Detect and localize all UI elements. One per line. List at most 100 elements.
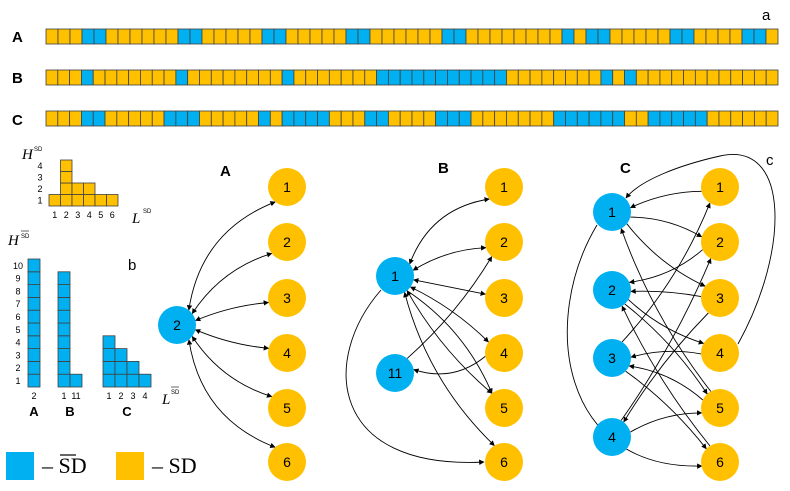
hist-sdbar-xtick: 11 <box>71 391 80 401</box>
node-label: 2 <box>173 317 181 333</box>
hist-sdbar-xtick: 2 <box>118 391 123 401</box>
hist-sdbar-ytick: 6 <box>15 312 20 322</box>
strip-cell <box>513 28 527 45</box>
hist-sdbar-cell <box>114 360 128 375</box>
hist-sd-xlabel-sup: SD <box>143 209 152 215</box>
strip-cell <box>81 69 94 86</box>
graph-edges <box>186 154 776 469</box>
graph-edge <box>625 370 707 450</box>
hist-sdbar-ytick: 9 <box>15 274 20 284</box>
strip-cell <box>163 110 177 127</box>
panel-label-c: c <box>766 152 774 169</box>
strip-cell <box>376 69 389 86</box>
hist-sdbar-cell <box>27 373 41 388</box>
hist-sd-xtick: 6 <box>110 210 115 220</box>
strip-cell <box>482 69 496 86</box>
strip-cell <box>399 110 413 127</box>
strip-cell <box>612 69 625 86</box>
strip-cell <box>597 28 611 45</box>
hist-sdbar-cell <box>57 335 71 349</box>
strip-cell <box>683 110 696 127</box>
sdbar-node: 1 <box>593 193 631 231</box>
node-circle <box>268 168 306 206</box>
graph-edge <box>620 228 712 392</box>
hist-sdbar-cell <box>27 296 41 311</box>
strip-cell <box>81 28 95 45</box>
strip-cell <box>730 69 743 86</box>
strip-cell <box>600 110 614 127</box>
strip-cell <box>128 110 141 127</box>
strip-label-c: C <box>12 112 23 129</box>
hist-sdbar-cell <box>27 258 41 273</box>
hist-sdbar-xtick: 3 <box>130 391 135 401</box>
hist-sdbar-axis-labels: H SD L SD <box>7 230 180 408</box>
strip-cell <box>189 28 203 45</box>
graph-edge <box>623 312 709 423</box>
strip-cell <box>328 69 342 86</box>
strip-cell <box>501 28 515 45</box>
strip-cell <box>234 69 248 86</box>
node-label: 4 <box>716 345 724 361</box>
graph-edge <box>628 249 703 285</box>
strip-cell <box>340 69 354 86</box>
node-label: 4 <box>500 345 508 361</box>
strip-cell <box>506 110 519 127</box>
strip-cell <box>541 69 555 86</box>
hist-sd-xlabel: L <box>131 211 140 227</box>
sd-node: 1 <box>268 168 306 206</box>
legend-sd-swatch <box>116 452 144 480</box>
strip-cell <box>187 69 200 86</box>
graph-edge <box>630 288 702 298</box>
sdbar-node: 11 <box>376 354 414 392</box>
strip-cell <box>237 28 251 45</box>
graph-edge <box>630 190 702 209</box>
strip-cell <box>405 28 419 45</box>
strip-cell <box>683 69 696 86</box>
strip-cell <box>565 69 578 86</box>
strip-cell <box>258 110 271 127</box>
hist-sd-ytick: 1 <box>37 196 42 206</box>
sdbar-node: 3 <box>593 339 631 377</box>
strip-cell <box>210 69 224 86</box>
strip-cell <box>249 28 263 45</box>
hist-sdbar-xlabel-sup: SD <box>171 390 180 396</box>
strip-cell <box>659 69 673 86</box>
hist-sdbar-cell <box>57 322 71 337</box>
strip-cell <box>506 69 519 86</box>
strip-cell <box>309 28 323 45</box>
hist-sd-axis-labels: H SD L SD <box>21 147 152 227</box>
strip-cell <box>477 28 491 45</box>
hist-sd-cell <box>60 159 73 172</box>
hist-sdbar-cell <box>114 348 128 362</box>
graph-edge <box>403 291 495 446</box>
strip-cell <box>669 28 683 45</box>
sd-node: 2 <box>701 223 739 261</box>
strip-cell <box>345 28 359 45</box>
strip-cell <box>305 110 318 127</box>
sd-node: 5 <box>485 389 523 427</box>
hist-sdbar-cell <box>57 284 71 298</box>
strip-cell <box>417 28 431 45</box>
node-circle <box>485 389 523 427</box>
node-circle <box>593 339 631 377</box>
hist-sdbar-ylabel-sup: SD <box>21 234 30 240</box>
node-label: 2 <box>716 234 724 250</box>
node-label: 6 <box>500 454 508 470</box>
strip-label-a: A <box>12 29 23 46</box>
strip-cell <box>333 28 347 45</box>
hist-sdbar-ylabel: H <box>7 233 20 249</box>
strip-cell <box>387 110 401 127</box>
node-label: 5 <box>500 400 508 416</box>
strip-cell <box>447 110 460 127</box>
node-label: 6 <box>283 454 291 470</box>
node-circle <box>268 443 306 481</box>
strip-cell <box>69 69 82 86</box>
strip-cell <box>117 28 131 45</box>
strip-cell <box>517 69 531 86</box>
strip-cell <box>482 110 496 127</box>
strip-cell <box>441 28 455 45</box>
node-circle <box>158 306 196 344</box>
strip-cell <box>246 110 259 127</box>
